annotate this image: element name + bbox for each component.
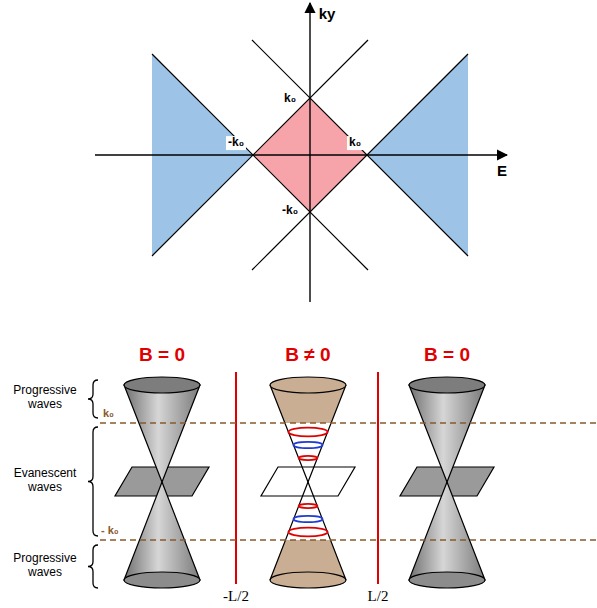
dispersion-plot (95, 3, 507, 302)
axis-label: E (497, 162, 507, 179)
lower-cone (409, 482, 485, 580)
cone-base (409, 572, 485, 588)
cone-top (409, 377, 485, 393)
position-label: -L/2 (223, 588, 249, 605)
wavevector-value: -k₀ (280, 204, 300, 218)
lower-cone (124, 482, 200, 580)
landau-ring (294, 516, 323, 522)
wave-type-label: Progressive waves (5, 384, 85, 412)
landau-ring (288, 428, 327, 437)
k0-level-line (100, 539, 597, 540)
axis-label: ky (319, 5, 336, 22)
wavevector-value: -k₀ (226, 136, 246, 150)
upper-cone (409, 385, 485, 482)
position-label: L/2 (368, 588, 389, 605)
landau-ring (294, 442, 323, 448)
landau-ring (299, 456, 318, 460)
bracket (88, 545, 98, 588)
k0-level-line (100, 422, 597, 423)
energy-axis (95, 154, 507, 155)
wave-type-label: Evanescent waves (5, 467, 85, 495)
wavevector-value: k₀ (282, 92, 298, 106)
bracket (88, 427, 98, 536)
cone-top (124, 377, 200, 393)
cone-top (270, 377, 346, 393)
landau-ring (299, 504, 318, 508)
light-line (152, 54, 368, 270)
upper-cone (270, 385, 346, 482)
interface-line (235, 372, 237, 584)
interface-line (377, 372, 379, 584)
region-title: B = 0 (424, 344, 470, 366)
level-label: - k₀ (101, 524, 119, 537)
wave-type-label: Progressive waves (5, 552, 85, 580)
light-line (252, 40, 468, 256)
region-title: B ≠ 0 (285, 344, 330, 366)
bracket (88, 380, 98, 418)
light-line (252, 54, 468, 270)
light-line (152, 40, 368, 256)
lower-cone (270, 482, 346, 580)
ky-axis (309, 3, 310, 302)
cone-panels (88, 372, 597, 588)
region-title: B = 0 (139, 344, 185, 366)
cone-base (270, 572, 346, 588)
upper-cone (124, 385, 200, 482)
cone-base (124, 572, 200, 588)
level-label: k₀ (103, 407, 114, 420)
landau-ring (288, 528, 327, 537)
wavevector-value: k₀ (347, 136, 363, 150)
